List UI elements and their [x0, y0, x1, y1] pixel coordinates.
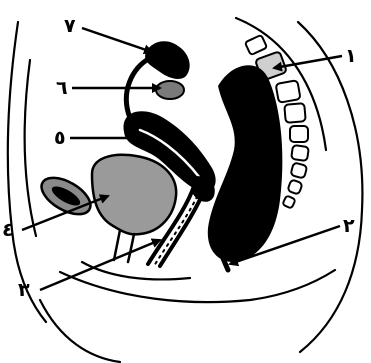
- vertebra: [291, 145, 309, 161]
- label-4: ٤: [2, 219, 14, 241]
- rectum: [208, 65, 283, 262]
- buttock-outline: [298, 22, 362, 352]
- vertebra: [287, 179, 302, 194]
- vertebra: [245, 35, 267, 55]
- vertebra: [276, 80, 301, 103]
- arrow-7: [82, 28, 152, 52]
- lower-leg-line: [40, 300, 120, 362]
- urethra-line-a: [114, 230, 120, 260]
- urethra-line-b: [128, 234, 134, 262]
- vertebra: [282, 195, 295, 208]
- label-5: ٥: [54, 127, 66, 149]
- label-3: ٣: [18, 279, 30, 301]
- thigh-lower-outline: [60, 270, 335, 302]
- fimbriae: [145, 41, 190, 79]
- vertebra: [290, 162, 307, 178]
- label-7: ٧: [64, 15, 76, 37]
- label-1: ١: [345, 45, 357, 67]
- arrow-3: [40, 240, 160, 290]
- vertebra: [284, 103, 305, 123]
- inner-abdominal-line: [25, 60, 36, 236]
- label-6: ٦: [56, 77, 68, 99]
- ovary: [156, 81, 184, 99]
- urinary-bladder: [92, 155, 176, 235]
- vertebra: [290, 126, 308, 142]
- label-2: ٢: [343, 215, 355, 237]
